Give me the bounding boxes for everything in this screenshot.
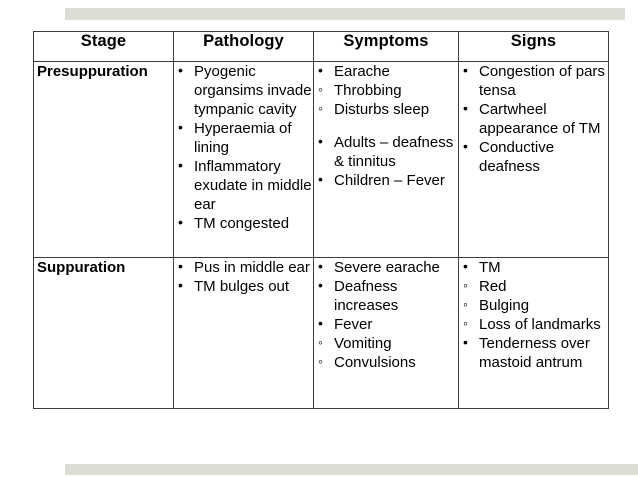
bullet-list-pathology-0: Pyogenic organsims invade tympanic cavit… — [174, 61, 313, 233]
bullet-list-spacer — [314, 119, 458, 133]
cell-symptoms-0: EaracheThrobbingDisturbs sleepAdults – d… — [313, 61, 459, 258]
content-table-wrapper: Stage Pathology Symptoms Signs Presuppur… — [33, 31, 609, 409]
bullet-item-solid: Deafness increases — [314, 276, 458, 315]
bullet-list-symptoms-1: Severe earacheDeafness increasesFeverVom… — [314, 257, 458, 372]
bullet-item-solid: Pyogenic organsims invade tympanic cavit… — [174, 61, 313, 119]
bullet-item-solid: Hyperaemia of lining — [174, 118, 313, 157]
column-header-stage: Stage — [33, 31, 174, 62]
slide-decor-bar-top — [65, 8, 625, 20]
bullet-list-signs-1: TMRedBulgingLoss of landmarksTenderness … — [459, 257, 608, 372]
bullet-list-symptoms-0: EaracheThrobbingDisturbs sleepAdults – d… — [314, 61, 458, 190]
bullet-item-solid: Adults – deafness & tinnitus — [314, 132, 458, 171]
cell-pathology-0: Pyogenic organsims invade tympanic cavit… — [173, 61, 314, 258]
stages-comparison-table: Stage Pathology Symptoms Signs Presuppur… — [33, 31, 609, 409]
cell-symptoms-1: Severe earacheDeafness increasesFeverVom… — [313, 257, 459, 409]
bullet-item-solid: Earache — [314, 61, 458, 81]
bullet-item-solid: TM bulges out — [174, 276, 313, 296]
bullet-item-solid: TM congested — [174, 213, 313, 233]
bullet-item-solid: Cartwheel appearance of TM — [459, 99, 608, 138]
bullet-item-solid: Conductive deafness — [459, 137, 608, 176]
bullet-item-solid: Fever — [314, 314, 458, 334]
bullet-list-pathology-1: Pus in middle earTM bulges out — [174, 257, 313, 296]
bullet-item-solid: Tenderness over mastoid antrum — [459, 333, 608, 372]
cell-signs-0: Congestion of pars tensaCartwheel appear… — [458, 61, 609, 258]
bullet-item-hollow: Bulging — [459, 295, 608, 315]
table-row: Suppuration Pus in middle earTM bulges o… — [33, 257, 609, 409]
bullet-item-solid: TM — [459, 257, 608, 277]
bullet-item-hollow: Vomiting — [314, 333, 458, 353]
slide-decor-bar-bottom — [65, 464, 638, 475]
bullet-item-hollow: Disturbs sleep — [314, 99, 458, 119]
column-header-signs: Signs — [458, 31, 609, 62]
bullet-item-solid: Congestion of pars tensa — [459, 61, 608, 100]
bullet-item-hollow: Red — [459, 276, 608, 296]
cell-signs-1: TMRedBulgingLoss of landmarksTenderness … — [458, 257, 609, 409]
bullet-list-signs-0: Congestion of pars tensaCartwheel appear… — [459, 61, 608, 176]
cell-pathology-1: Pus in middle earTM bulges out — [173, 257, 314, 409]
bullet-item-solid: Inflammatory exudate in middle ear — [174, 156, 313, 214]
stage-label: Presuppuration — [37, 63, 148, 80]
stage-label: Suppuration — [37, 259, 126, 276]
table-header-row: Stage Pathology Symptoms Signs — [33, 31, 609, 62]
column-header-symptoms: Symptoms — [313, 31, 459, 62]
bullet-item-hollow: Convulsions — [314, 352, 458, 372]
bullet-item-solid: Severe earache — [314, 257, 458, 277]
bullet-item-solid: Pus in middle ear — [174, 257, 313, 277]
column-header-pathology: Pathology — [173, 31, 314, 62]
cell-stage-1: Suppuration — [33, 257, 174, 409]
bullet-item-solid: Children – Fever — [314, 170, 458, 190]
table-row: Presuppuration Pyogenic organsims invade… — [33, 61, 609, 258]
bullet-item-hollow: Loss of landmarks — [459, 314, 608, 334]
bullet-item-hollow: Throbbing — [314, 80, 458, 100]
cell-stage-0: Presuppuration — [33, 61, 174, 258]
